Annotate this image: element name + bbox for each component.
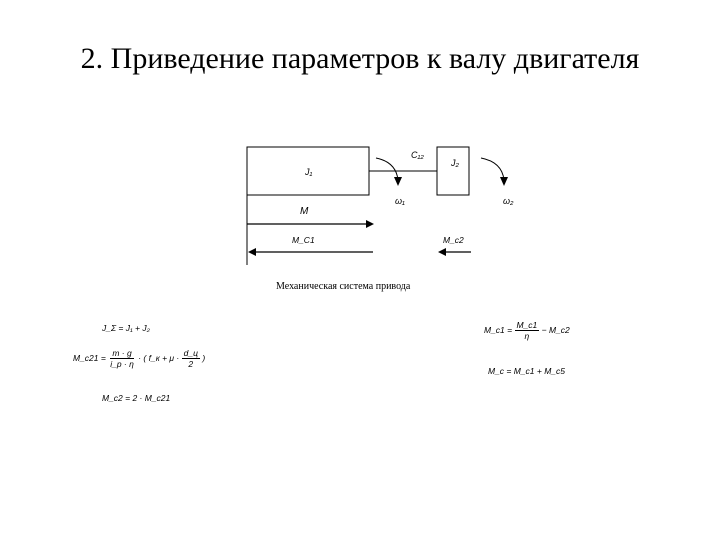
formula-mc21: M_c21 = m · g i_p · η · ( f_к + μ · d_ц … <box>73 348 205 369</box>
omega1-arrowhead <box>394 177 402 186</box>
label-omega1: ω₁ <box>395 196 405 206</box>
diagram-caption: Механическая система привода <box>276 281 411 292</box>
formula-mc1-denominator: η <box>524 331 530 341</box>
label-j2: J₂ <box>450 158 460 168</box>
formula-mc21-inner-denominator: 2 <box>188 359 194 369</box>
formula-mc21-numerator: m · g <box>110 348 134 359</box>
label-j1: J₁ <box>304 167 313 177</box>
page-title: 2. Приведение параметров к валу двигател… <box>80 42 640 75</box>
torque-m-arrowhead <box>366 220 374 228</box>
formula-mc21-middle: · ( f_к + μ · <box>138 352 180 363</box>
label-omega2: ω₂ <box>503 196 514 206</box>
formula-mc21-inner-fraction: d_ц 2 <box>181 348 200 369</box>
formula-mc1-numerator: M_c1 <box>514 320 540 331</box>
omega2-arrow <box>480 157 505 181</box>
formula-mc1-rest: − M_c2 <box>541 324 570 335</box>
formula-mc1-fraction: M_c1 η <box>514 320 540 341</box>
formula-mc21-lhs: M_c21 = <box>73 352 106 363</box>
label-m: M <box>300 206 309 217</box>
torque-mc2-arrowhead <box>438 248 446 256</box>
formula-mc2: M_c2 = 2 · M_c21 <box>102 393 171 403</box>
torque-mc1-arrowhead <box>248 248 256 256</box>
formula-mc21-inner-numerator: d_ц <box>181 348 200 359</box>
label-mc1: M_C1 <box>292 235 315 245</box>
formula-mc1: M_c1 = M_c1 η − M_c2 <box>484 320 570 341</box>
formula-mc21-fraction: m · g i_p · η <box>108 348 136 369</box>
label-mc2: M_c2 <box>443 235 464 245</box>
formula-j-sum: J_Σ = J₁ + J₂ <box>102 323 150 333</box>
formula-mc21-close: ) <box>202 352 206 363</box>
formula-mc1-lhs: M_c1 = <box>484 324 513 335</box>
formula-mc21-denominator: i_p · η <box>110 359 134 369</box>
omega1-arrow <box>375 157 399 181</box>
omega2-arrowhead <box>500 177 508 186</box>
mass-j2-box <box>436 146 470 196</box>
label-c12: C₁₂ <box>411 150 424 160</box>
formula-mc: M_c = M_c1 + M_c5 <box>488 366 566 376</box>
